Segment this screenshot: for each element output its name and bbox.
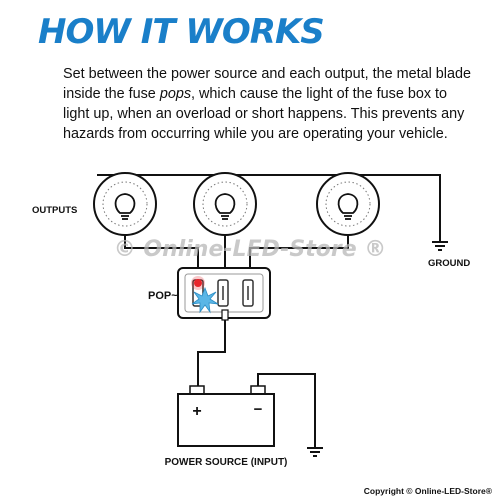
battery — [177, 385, 275, 447]
wire-fuse-to-battery — [197, 318, 226, 392]
pops-emphasis: pops — [159, 86, 192, 102]
wires — [97, 174, 441, 448]
fuse-indicator-led — [194, 279, 202, 287]
ground-label: GROUND — [428, 258, 470, 269]
output-bulb-2 — [193, 172, 257, 236]
description-line-2: inside the fuse pops, which cause the li… — [63, 86, 448, 102]
output-bulb-3 — [316, 172, 380, 236]
fuse-box — [177, 267, 271, 321]
outputs-label: OUTPUTS — [32, 205, 77, 216]
lightbulb-icon — [214, 193, 236, 220]
wire-battery-to-ground — [257, 373, 316, 448]
pop-label: POP~ — [148, 290, 178, 302]
spark-icon — [191, 286, 219, 314]
page-title: HOW IT WORKS — [38, 12, 325, 52]
description-line-1: Set between the power source and each ou… — [63, 66, 472, 82]
lightbulb-icon — [337, 193, 359, 220]
output-bulb-1 — [93, 172, 157, 236]
power-source-label: POWER SOURCE (INPUT) — [165, 457, 288, 468]
ground-symbol-outputs — [432, 241, 448, 251]
watermark-text: © Online-LED-Store ® — [114, 237, 387, 262]
wire-bulb-1 — [124, 232, 199, 268]
lightbulb-icon — [114, 193, 136, 220]
copyright-text: Copyright © Online-LED-Store® — [364, 486, 493, 496]
battery-plus-label: + — [192, 403, 201, 420]
description-line-3: light up, when an overload or short happ… — [63, 106, 465, 122]
ground-symbol-battery — [307, 447, 323, 457]
description-line-4: hazards from occurring while you are ope… — [63, 126, 448, 142]
output-bus-wire — [97, 174, 441, 242]
battery-minus-label: − — [254, 401, 263, 418]
wire-bulb-3 — [249, 232, 349, 268]
fuse-slot-2 — [217, 279, 229, 307]
fuse-slot-3 — [242, 279, 254, 307]
description-text: Set between the power source and each ou… — [63, 64, 472, 144]
